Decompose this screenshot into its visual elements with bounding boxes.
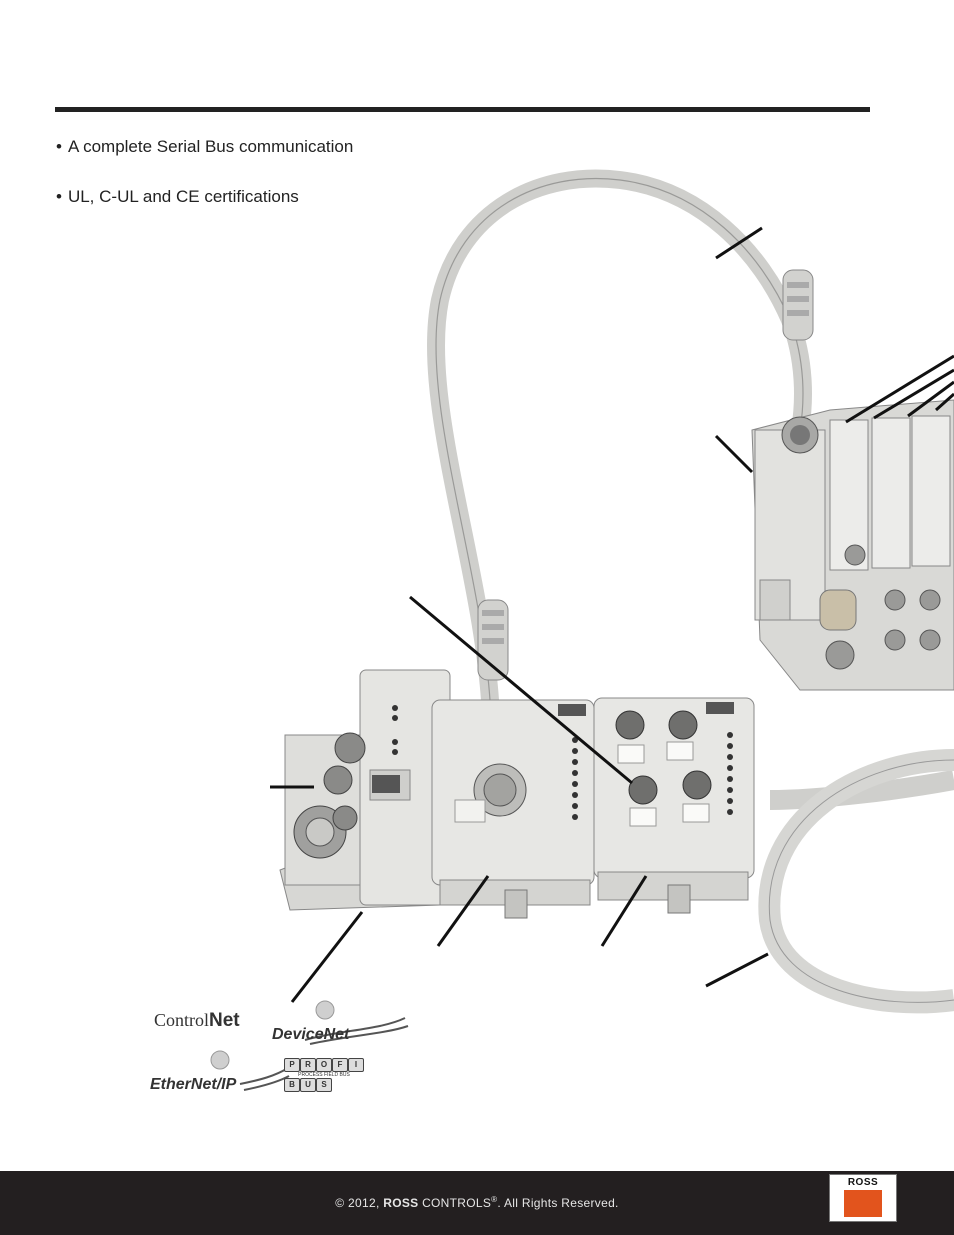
controlnet-logo: ControlNet (154, 1010, 240, 1032)
controlnet-logo-part1: Control (154, 1010, 210, 1030)
header-rule (55, 107, 870, 112)
ethernet-ip-logo: EtherNet/IP (150, 1076, 237, 1093)
io-module-row (279, 669, 755, 919)
profibus-logo: P R O F I PROCESS FIELD BUS B U S (284, 1058, 366, 1092)
copyright-suffix: . All Rights Reserved. (497, 1196, 619, 1210)
feature-item: UL, C-UL and CE certifications (56, 186, 353, 236)
profibus-tagline: PROCESS FIELD BUS (298, 1072, 350, 1078)
profibus-letter: F (332, 1058, 348, 1072)
copyright-brand-rest: CONTROLS (418, 1196, 492, 1210)
copyright-text: © 2012, ROSS CONTROLS®. All Rights Reser… (0, 1195, 954, 1210)
network-logos: ControlNet DeviceNet EtherNet/IP P R O F… (150, 1000, 409, 1110)
footer-bar: © 2012, ROSS CONTROLS®. All Rights Reser… (0, 1171, 954, 1235)
devicenet-swoosh-icon (304, 1000, 409, 1045)
feature-list: A complete Serial Bus communication UL, … (56, 136, 353, 236)
copyright-brand: ROSS (383, 1196, 419, 1210)
profibus-letter: S (316, 1078, 332, 1092)
ross-logo-text: ROSS (847, 1177, 879, 1188)
devicenet-logo: DeviceNet (272, 1026, 350, 1043)
profibus-letter: P (284, 1058, 300, 1072)
profibus-letter: B (284, 1078, 300, 1092)
ethernet-swoosh-icon (210, 1050, 290, 1091)
copyright-prefix: © 2012, (335, 1196, 384, 1210)
feature-item: A complete Serial Bus communication (56, 136, 353, 186)
profibus-letter: I (348, 1058, 364, 1072)
profibus-letter: U (300, 1078, 316, 1092)
ross-logo: ROSS (829, 1174, 897, 1222)
profibus-letter: O (316, 1058, 332, 1072)
registered-mark: ® (491, 1195, 498, 1204)
ross-logo-mark-icon (844, 1190, 882, 1217)
valve-manifold (751, 399, 954, 691)
profibus-letter: R (300, 1058, 316, 1072)
controlnet-logo-part2: Net (209, 1010, 240, 1031)
product-photo (270, 169, 954, 1014)
